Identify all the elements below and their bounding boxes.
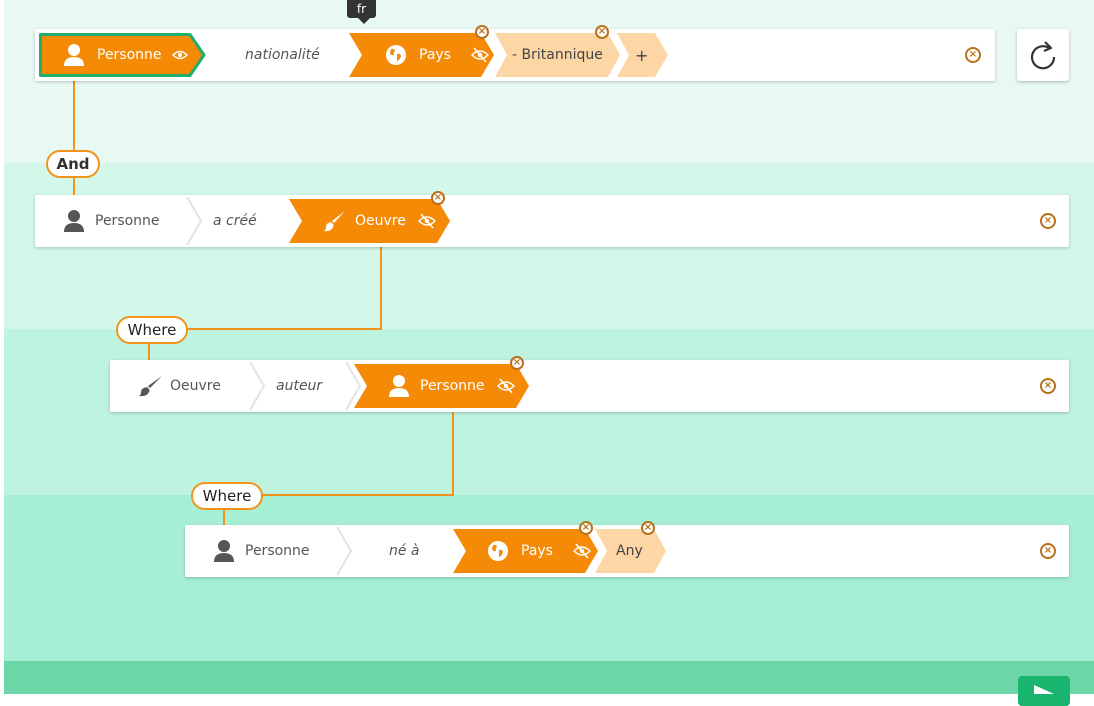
- row1-value-close-icon[interactable]: ×: [595, 25, 609, 39]
- reset-icon: [1030, 41, 1056, 70]
- language-tooltip: fr: [347, 0, 376, 18]
- row2-remove-icon[interactable]: ×: [1040, 213, 1056, 229]
- row1-add-shape: [617, 33, 668, 77]
- row3-object-label: Personne: [420, 378, 485, 394]
- eye-off-icon[interactable]: [470, 47, 489, 63]
- row3-subject-label: Oeuvre: [170, 378, 221, 394]
- reset-button[interactable]: [1017, 29, 1069, 81]
- row2-object-pill[interactable]: Oeuvre ×: [285, 191, 451, 243]
- footer-band: [4, 661, 1094, 694]
- where2-connector-vertical: [452, 412, 454, 496]
- query-band-3: [4, 329, 1094, 495]
- row1-add-pill[interactable]: +: [613, 33, 669, 77]
- where1-connector-horizontal: [186, 328, 382, 330]
- row4-object-label: Pays: [521, 543, 553, 559]
- criteria-row-4: Personne né à Pays × Any: [185, 521, 1069, 577]
- brush-icon: [139, 376, 162, 397]
- globe-icon: [386, 45, 406, 65]
- row4-subject-label: Personne: [245, 543, 310, 559]
- row1-object-pill[interactable]: Pays ×: [345, 25, 495, 77]
- row2-object-shape: [289, 199, 450, 243]
- row4-object-close-icon[interactable]: ×: [579, 521, 593, 535]
- row4-predicate-label: né à: [389, 543, 420, 559]
- where-label-1: Where: [127, 321, 177, 339]
- where1-connector-drop: [148, 343, 150, 360]
- row1-value-shape: [495, 33, 620, 77]
- row4-object-shape: [453, 529, 598, 573]
- row4-value-shape: [595, 529, 666, 573]
- row4-object-pill[interactable]: Pays ×: [449, 521, 599, 573]
- query-band-1: [4, 0, 1094, 163]
- row2-predicate[interactable]: a créé: [213, 195, 257, 247]
- row1-subject-pill[interactable]: Personne: [39, 33, 207, 77]
- row1-object-close-icon[interactable]: ×: [475, 25, 489, 39]
- row3-subject[interactable]: Oeuvre: [138, 360, 221, 412]
- row1-subject-label: Personne: [97, 47, 162, 63]
- row1-remove-icon[interactable]: ×: [965, 47, 981, 63]
- eye-off-icon[interactable]: [496, 378, 515, 394]
- row1-add-label: +: [635, 45, 649, 65]
- play-icon: [1034, 685, 1054, 694]
- where-connector-1[interactable]: Where: [116, 316, 188, 344]
- row4-subject[interactable]: Personne: [213, 525, 310, 577]
- separator-chevron: [186, 196, 203, 246]
- row2-object-close-icon[interactable]: ×: [431, 191, 445, 205]
- person-icon: [214, 540, 234, 562]
- person-icon: [389, 375, 409, 397]
- row3-predicate[interactable]: auteur: [276, 360, 322, 412]
- row1-predicate-label: nationalité: [245, 47, 320, 63]
- where-connector-2[interactable]: Where: [191, 482, 263, 510]
- row3-remove-icon[interactable]: ×: [1040, 378, 1056, 394]
- criteria-row-2: Personne a créé Oeuvre × ×: [35, 191, 1069, 247]
- language-label: fr: [356, 2, 367, 16]
- brush-icon: [324, 211, 345, 232]
- row4-value-close-icon[interactable]: ×: [641, 521, 655, 535]
- search-go-button[interactable]: [1018, 676, 1070, 706]
- person-icon: [64, 210, 84, 232]
- where2-connector-horizontal: [262, 494, 454, 496]
- criteria-row-3: Oeuvre auteur Personne × ×: [110, 356, 1069, 412]
- where-label-2: Where: [202, 487, 252, 505]
- and-connector-line: [73, 81, 75, 195]
- tooltip-arrow: [358, 18, 370, 24]
- where2-connector-drop: [223, 509, 225, 526]
- row2-subject-label: Personne: [95, 213, 160, 229]
- row2-subject[interactable]: Personne: [63, 195, 160, 247]
- row1-value-pill[interactable]: - Britannique ×: [491, 25, 621, 77]
- row2-object-label: Oeuvre: [355, 213, 406, 229]
- eye-icon[interactable]: [171, 49, 188, 61]
- row4-value-label: Any: [616, 543, 643, 559]
- row1-object-label: Pays: [419, 47, 451, 63]
- separator-chevron: [249, 361, 266, 411]
- row4-value-pill[interactable]: Any ×: [591, 521, 667, 573]
- row2-predicate-label: a créé: [213, 213, 257, 229]
- row4-remove-icon[interactable]: ×: [1040, 543, 1056, 559]
- globe-icon: [488, 541, 508, 561]
- query-band-4: [4, 495, 1094, 661]
- criteria-row-1: Personne nationalité Pays ×: [35, 25, 995, 81]
- and-label: And: [56, 155, 90, 173]
- row4-predicate[interactable]: né à: [389, 525, 420, 577]
- where1-connector-vertical: [380, 247, 382, 330]
- row1-predicate[interactable]: nationalité: [245, 29, 320, 81]
- row3-object-close-icon[interactable]: ×: [510, 356, 524, 370]
- eye-off-icon[interactable]: [572, 543, 591, 559]
- row1-object-shape: [349, 33, 494, 77]
- eye-off-icon[interactable]: [417, 213, 436, 229]
- person-icon: [64, 44, 84, 66]
- row3-predicate-label: auteur: [276, 378, 323, 394]
- row3-object-pill[interactable]: Personne ×: [350, 356, 530, 408]
- separator-chevron: [336, 526, 353, 576]
- and-connector[interactable]: And: [46, 150, 100, 178]
- row1-value-label: - Britannique: [512, 47, 603, 63]
- separator-chevron: [345, 361, 362, 411]
